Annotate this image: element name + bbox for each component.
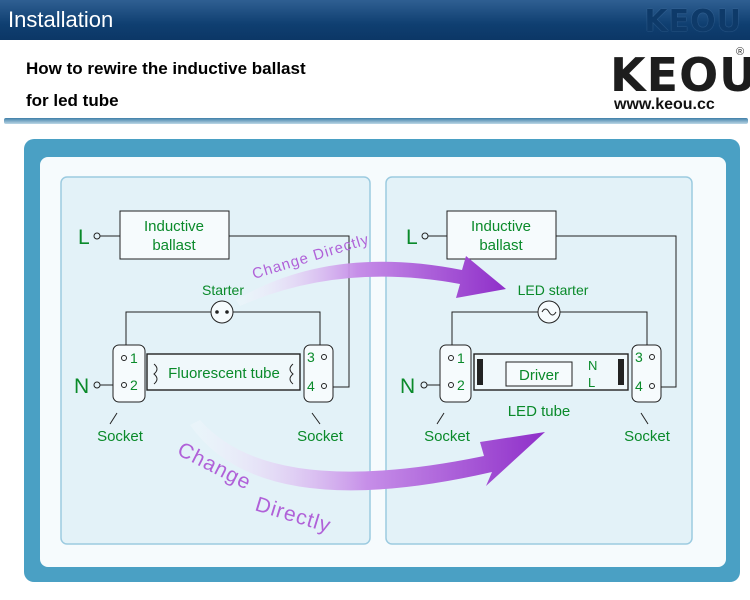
header-divider (4, 118, 748, 124)
starter-icon (210, 300, 234, 324)
page-heading-line-2: for led tube (26, 91, 119, 110)
driver-box (505, 361, 573, 387)
page-heading-line-1: How to rewire the inductive ballast (26, 59, 306, 78)
left-socket-label-b: Socket (297, 428, 344, 445)
left-ballast-label-2: ballast (152, 237, 196, 254)
fluorescent-tube (146, 353, 301, 391)
header-logo: KEOU (644, 4, 742, 39)
right-ballast-label-1: Inductive (471, 218, 531, 235)
left-starter-label: Starter (202, 282, 244, 298)
left-socket-label-a: Socket (97, 428, 144, 445)
pin-4-dot (321, 383, 327, 389)
pin-2-dot (121, 382, 127, 388)
header-title: Installation (8, 7, 114, 32)
right-socket-label-b: Socket (624, 428, 671, 445)
left-socket-a (112, 344, 146, 403)
led-tube-cap-right (618, 359, 624, 385)
right-pin-2-dot (448, 382, 454, 388)
top-arrow-shape (236, 256, 506, 306)
left-l-label: L (78, 226, 90, 249)
right-pin-3-dot (649, 354, 655, 360)
fluorescent-tube-label: Fluorescent tube (168, 365, 280, 382)
led-tube-cap-left (477, 359, 483, 385)
pin-1-dot (121, 355, 127, 361)
brand-logo: KEOU (610, 48, 750, 102)
left-pin-1: 1 (130, 350, 138, 366)
left-n-label: N (74, 375, 89, 398)
right-pin-1: 1 (457, 350, 465, 366)
driver-l-label: L (588, 375, 595, 390)
right-socket-a (439, 344, 472, 403)
registered-mark: ® (736, 46, 745, 58)
right-pin-3: 3 (635, 349, 643, 365)
right-pin-4-dot (649, 383, 655, 389)
driver-n-label: N (588, 358, 597, 373)
right-ballast-label-2: ballast (479, 237, 523, 254)
right-ballast-box (446, 210, 557, 260)
left-pin-2: 2 (130, 377, 138, 393)
right-pin-1-dot (448, 355, 454, 361)
led-tube-label: LED tube (508, 403, 571, 420)
brand-url[interactable]: www.keou.cc (614, 96, 715, 113)
pin-3-dot (321, 354, 327, 360)
right-filament (289, 363, 294, 385)
left-circuit (93, 232, 350, 425)
right-l-label: L (406, 226, 418, 249)
right-pin-4: 4 (635, 378, 643, 394)
left-ballast-box (119, 210, 230, 260)
left-pin-3: 3 (307, 349, 315, 365)
right-pin-2: 2 (457, 377, 465, 393)
left-ballast-label-1: Inductive (144, 218, 204, 235)
led-starter-icon (537, 300, 561, 324)
driver-label: Driver (519, 367, 559, 384)
bottom-arrow-shape (190, 420, 545, 491)
left-pin-4: 4 (307, 378, 315, 394)
right-starter-label: LED starter (518, 282, 589, 298)
left-filament (153, 363, 158, 385)
right-n-label: N (400, 375, 415, 398)
header-bar: Installation KEOU (0, 0, 750, 40)
right-socket-label-a: Socket (424, 428, 471, 445)
